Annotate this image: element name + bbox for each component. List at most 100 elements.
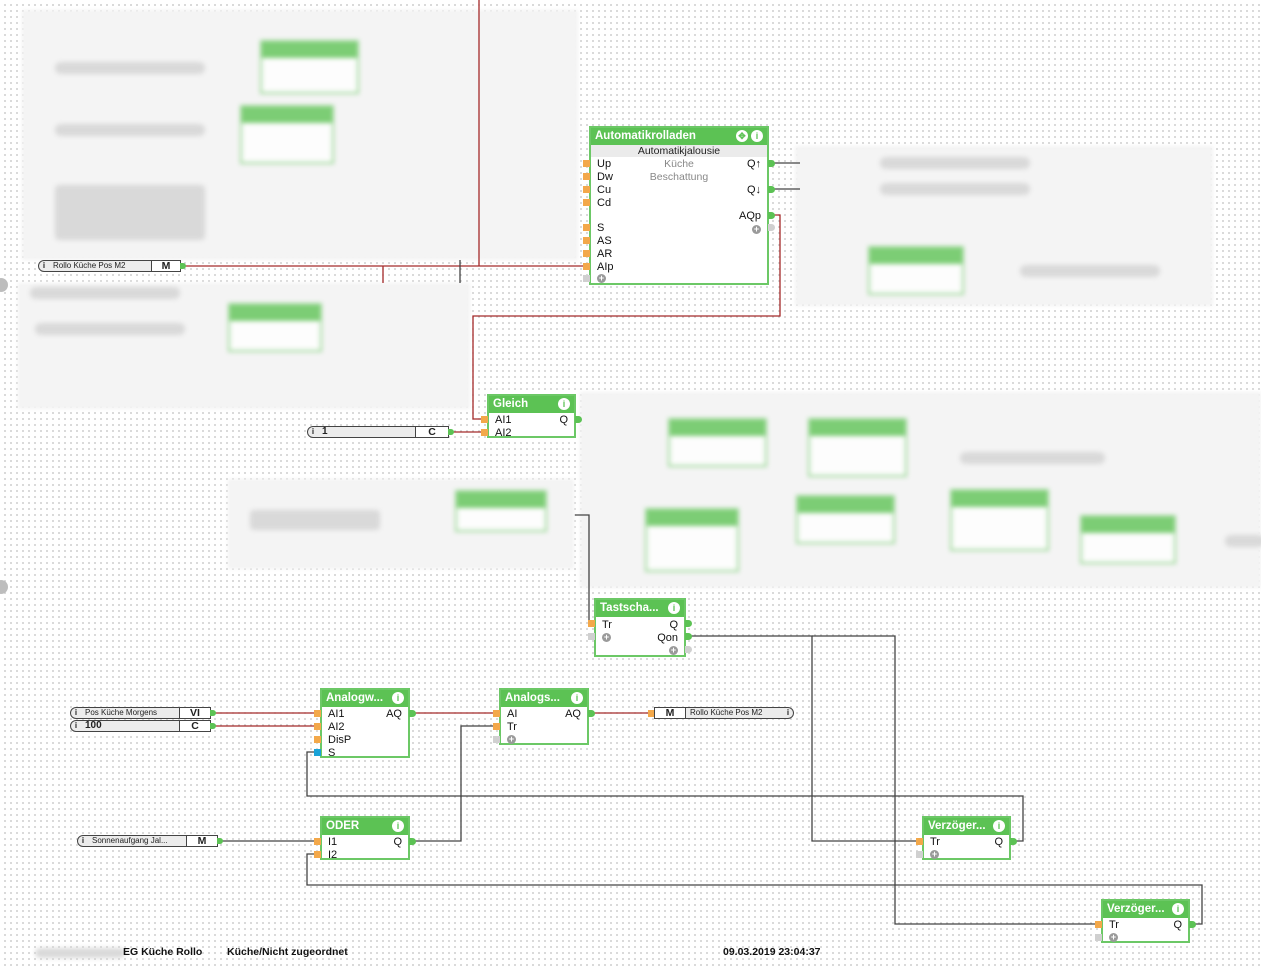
output-port[interactable] (575, 416, 582, 423)
connector-pos-kueche-morgens[interactable]: i Pos Küche Morgens VI (70, 707, 216, 719)
output-port[interactable] (588, 710, 595, 717)
output-port[interactable] (1010, 838, 1017, 845)
info-icon[interactable]: i (74, 708, 78, 717)
output-port[interactable] (217, 838, 223, 844)
input-port-add[interactable] (916, 851, 923, 858)
output-port-add[interactable] (768, 224, 775, 231)
add-input-icon[interactable]: + (507, 734, 516, 744)
pin-q-up: Q↑ (746, 158, 761, 170)
add-output-icon[interactable]: + (752, 224, 761, 234)
blurred-block (1080, 515, 1176, 564)
block-analogspeicher[interactable]: Analogs... i AI Tr AQ + (499, 688, 589, 745)
input-port-add[interactable] (588, 633, 595, 640)
blurred-connector (880, 183, 1030, 195)
info-icon[interactable]: i (74, 721, 78, 730)
connector-name: Rollo Küche Pos M2 (53, 261, 126, 270)
blurred-block (950, 489, 1049, 551)
info-icon[interactable]: i (42, 261, 46, 270)
input-port[interactable] (583, 160, 590, 167)
info-icon[interactable]: i (81, 836, 85, 845)
input-port[interactable] (314, 851, 321, 858)
output-port[interactable] (448, 429, 454, 435)
left-edge-handle[interactable] (0, 580, 8, 594)
input-port[interactable] (583, 263, 590, 270)
input-port[interactable] (583, 237, 590, 244)
add-input-icon[interactable]: + (602, 632, 611, 642)
input-port-add[interactable] (583, 275, 590, 282)
block-oder[interactable]: ODER i I1 I2 Q (320, 816, 410, 861)
output-port-add[interactable] (685, 646, 692, 653)
input-port[interactable] (1095, 921, 1102, 928)
block-analogwaehler[interactable]: Analogw... i AI1 AI2 DisP S AQ (320, 688, 410, 759)
input-port[interactable] (583, 224, 590, 231)
add-input-icon[interactable]: + (1109, 932, 1118, 942)
connector-rollo-pos-m2-output[interactable]: M Rollo Küche Pos M2 i (654, 707, 794, 719)
input-port[interactable] (588, 620, 595, 627)
output-port[interactable] (685, 633, 692, 640)
wire-qon-to-verz1 (690, 635, 920, 842)
input-port[interactable] (493, 710, 500, 717)
input-port-special[interactable] (314, 749, 321, 756)
input-port[interactable] (314, 838, 321, 845)
output-port[interactable] (210, 710, 216, 716)
pin-i2: I2 (328, 849, 338, 861)
input-port[interactable] (648, 710, 655, 717)
block-tastschalter[interactable]: Tastscha... i Tr Q Qon + + (594, 598, 686, 657)
connector-sonnenaufgang[interactable]: i Sonnenaufgang Jal... M (77, 835, 223, 847)
wire-qon-to-verz2 (812, 635, 1100, 925)
move-icon[interactable]: ✥ (736, 130, 748, 142)
info-icon[interactable]: i (668, 602, 680, 614)
connector-rollo-pos-m2-input[interactable]: i Rollo Küche Pos M2 M (38, 260, 186, 272)
connector-constant-100[interactable]: i 100 C (70, 720, 216, 732)
input-port[interactable] (314, 723, 321, 730)
block-verzoegerung[interactable]: Verzöger... i Tr Q + (1101, 899, 1190, 943)
input-port[interactable] (916, 838, 923, 845)
output-port[interactable] (409, 710, 416, 717)
input-port-add[interactable] (1095, 934, 1102, 941)
block-title: Tastscha... (600, 602, 659, 614)
info-icon[interactable]: i (571, 692, 583, 704)
output-port[interactable] (768, 186, 775, 193)
output-port[interactable] (1189, 921, 1196, 928)
info-icon[interactable]: i (751, 130, 763, 142)
pin-ai2: AI2 (495, 427, 512, 439)
info-icon[interactable]: i (1172, 903, 1184, 915)
input-port[interactable] (583, 199, 590, 206)
blurred-connector (880, 157, 1030, 169)
input-port[interactable] (583, 173, 590, 180)
pin-cu: Cu (597, 184, 612, 196)
left-edge-handle[interactable] (0, 278, 8, 292)
pin-ai: AI (507, 708, 518, 720)
input-port[interactable] (314, 710, 321, 717)
input-port[interactable] (583, 186, 590, 193)
output-port[interactable] (409, 838, 416, 845)
add-output-icon[interactable]: + (669, 645, 678, 655)
input-port[interactable] (481, 429, 488, 436)
output-port[interactable] (685, 620, 692, 627)
info-icon[interactable]: i (786, 708, 790, 717)
block-subtitle: Automatikjalousie (591, 145, 767, 157)
blurred-connector (30, 287, 180, 299)
output-port[interactable] (768, 160, 775, 167)
block-automatikrolladen[interactable]: Automatikrolladen ✥ i Automatikjalousie … (589, 126, 769, 285)
pin-qon: Qon (657, 632, 678, 644)
output-port[interactable] (210, 723, 216, 729)
input-port-add[interactable] (493, 736, 500, 743)
input-port[interactable] (481, 416, 488, 423)
info-icon[interactable]: i (392, 820, 404, 832)
input-port[interactable] (314, 736, 321, 743)
info-icon[interactable]: i (558, 398, 570, 410)
input-port[interactable] (583, 250, 590, 257)
input-port[interactable] (493, 723, 500, 730)
output-port[interactable] (180, 263, 186, 269)
add-input-icon[interactable]: + (930, 849, 939, 859)
connector-constant-1[interactable]: i 1 C (307, 426, 454, 438)
output-port[interactable] (768, 212, 775, 219)
info-icon[interactable]: i (311, 427, 315, 436)
add-input-icon[interactable]: + (597, 273, 606, 283)
pin-ar: AR (597, 248, 613, 260)
info-icon[interactable]: i (993, 820, 1005, 832)
block-verzoegerung[interactable]: Verzöger... i Tr Q + (922, 816, 1011, 860)
block-gleich[interactable]: Gleich i AI1 AI2 Q (487, 394, 576, 439)
info-icon[interactable]: i (392, 692, 404, 704)
